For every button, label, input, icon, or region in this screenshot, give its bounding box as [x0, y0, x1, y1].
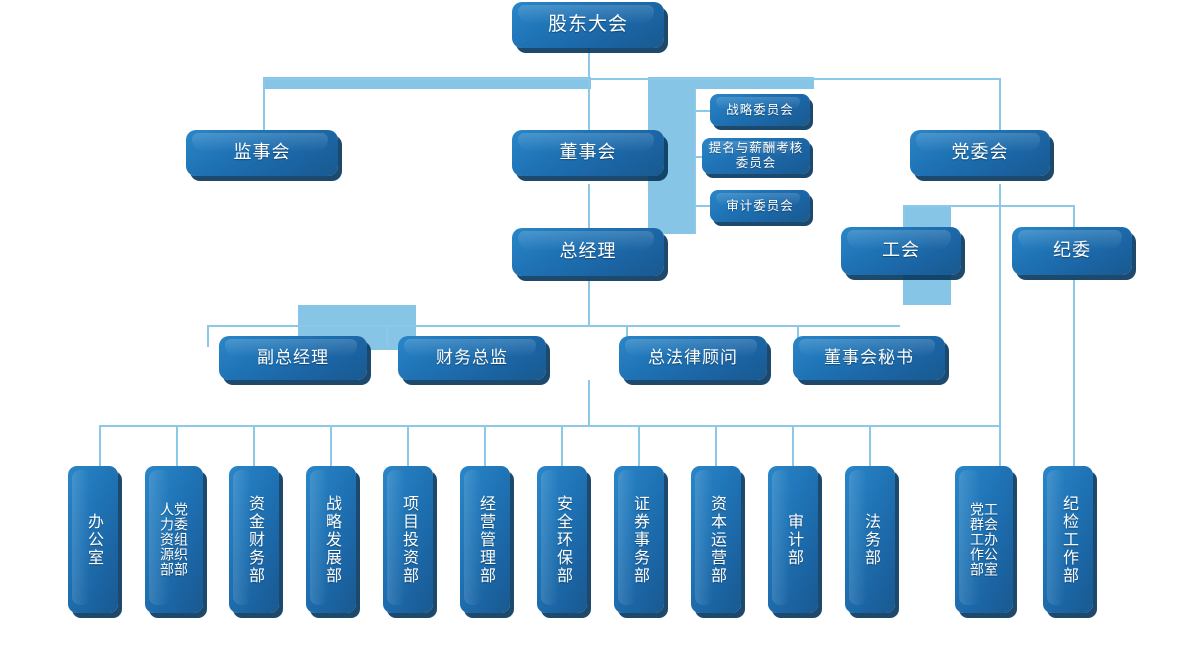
dept-box-5[interactable]: 项目投资部: [383, 466, 433, 613]
dept-label: 审计部: [785, 512, 802, 567]
connector-dept-10: [792, 425, 794, 470]
connector-gm-down: [588, 278, 590, 326]
connector-dept-1: [99, 425, 101, 470]
connector-dept-8: [638, 425, 640, 470]
node-party-committee[interactable]: 党委会: [910, 130, 1050, 176]
node-committee-strategy[interactable]: 战略委员会: [710, 94, 810, 126]
connector-dept-5: [407, 425, 409, 470]
connector-dept-3: [253, 425, 255, 470]
node-shareholders-meeting[interactable]: 股东大会: [512, 2, 664, 48]
connector-shareholders-down: [588, 48, 590, 78]
node-vice-general-manager[interactable]: 副总经理: [219, 336, 367, 380]
dept-box-10[interactable]: 审计部: [768, 466, 818, 613]
connector-dept-2: [176, 425, 178, 470]
connector-dept-11: [869, 425, 871, 470]
connector-board-down: [588, 78, 590, 130]
dept-label: 项目投资部: [400, 494, 417, 585]
dept-label: 资金财务部: [246, 494, 263, 585]
connector-dept-6: [484, 425, 486, 470]
connector-department-bus: [99, 425, 1000, 427]
dept-box-6[interactable]: 经营管理部: [460, 466, 510, 613]
connector-committee-1: [694, 110, 710, 112]
node-board-of-directors[interactable]: 董事会: [512, 130, 664, 176]
dept-label: 战略发展部: [323, 494, 340, 585]
node-supervisory-board[interactable]: 监事会: [186, 130, 338, 176]
node-board-secretary[interactable]: 董事会秘书: [793, 336, 945, 380]
dept-label-secondary: 党群工作部: [969, 502, 985, 577]
dept-box-13[interactable]: 纪检工作部: [1043, 466, 1093, 613]
connector-dept-4: [330, 425, 332, 470]
dept-label: 办公室: [85, 512, 102, 567]
node-general-manager[interactable]: 总经理: [512, 228, 664, 276]
node-committee-nomination-remuneration[interactable]: 提名与薪酬考核委员会: [702, 138, 810, 174]
node-committee-audit[interactable]: 审计委员会: [710, 190, 810, 222]
dept-label: 法务部: [862, 512, 879, 567]
connector-party-down: [999, 78, 1001, 130]
dept-label-secondary: 人力资源部: [159, 502, 175, 577]
connector-exec-1: [207, 325, 209, 347]
connector-gm-to-dept: [588, 380, 590, 425]
dept-box-3[interactable]: 资金财务部: [229, 466, 279, 613]
dept-box-8[interactable]: 证券事务部: [614, 466, 664, 613]
connector-union-down: [903, 205, 905, 227]
highlight-band-top: [263, 77, 591, 89]
dept-box-9[interactable]: 资本运营部: [691, 466, 741, 613]
highlight-band-committees-right: [694, 77, 814, 89]
dept-label: 证券事务部: [631, 494, 648, 585]
connector-exec-2: [386, 325, 388, 347]
dept-box-1[interactable]: 办公室: [68, 466, 118, 613]
connector-top-bus: [263, 78, 1000, 80]
dept-label: 纪检工作部: [1060, 494, 1077, 585]
dept-label: 党委组织部: [173, 502, 189, 577]
connector-committee-spine: [694, 88, 696, 234]
committee-label: 提名与薪酬考核委员会: [708, 141, 804, 170]
node-general-counsel[interactable]: 总法律顾问: [619, 336, 767, 380]
connector-dept-9: [715, 425, 717, 470]
dept-box-12[interactable]: 工会办公室 党群工作部: [955, 466, 1013, 613]
connector-board-to-gm: [588, 184, 590, 228]
connector-dept-7: [561, 425, 563, 470]
connector-supervisory-down: [263, 78, 265, 130]
dept-label: 资本运营部: [708, 494, 725, 585]
connector-discipline-long-down: [1073, 278, 1075, 470]
node-labor-union[interactable]: 工会: [841, 227, 961, 275]
connector-discipline-down: [1073, 205, 1075, 227]
connector-party-bus: [903, 205, 1073, 207]
dept-label: 经营管理部: [477, 494, 494, 585]
dept-box-4[interactable]: 战略发展部: [306, 466, 356, 613]
connector-committee-3: [694, 205, 710, 207]
dept-box-11[interactable]: 法务部: [845, 466, 895, 613]
node-discipline-commission[interactable]: 纪委: [1012, 227, 1132, 275]
dept-box-7[interactable]: 安全环保部: [537, 466, 587, 613]
connector-party-long-down: [999, 184, 1001, 470]
dept-box-2[interactable]: 党委组织部 人力资源部: [145, 466, 203, 613]
dept-label: 工会办公室: [983, 502, 999, 577]
connector-executive-bus: [207, 325, 900, 327]
node-cfo[interactable]: 财务总监: [398, 336, 546, 380]
dept-label: 安全环保部: [554, 494, 571, 585]
